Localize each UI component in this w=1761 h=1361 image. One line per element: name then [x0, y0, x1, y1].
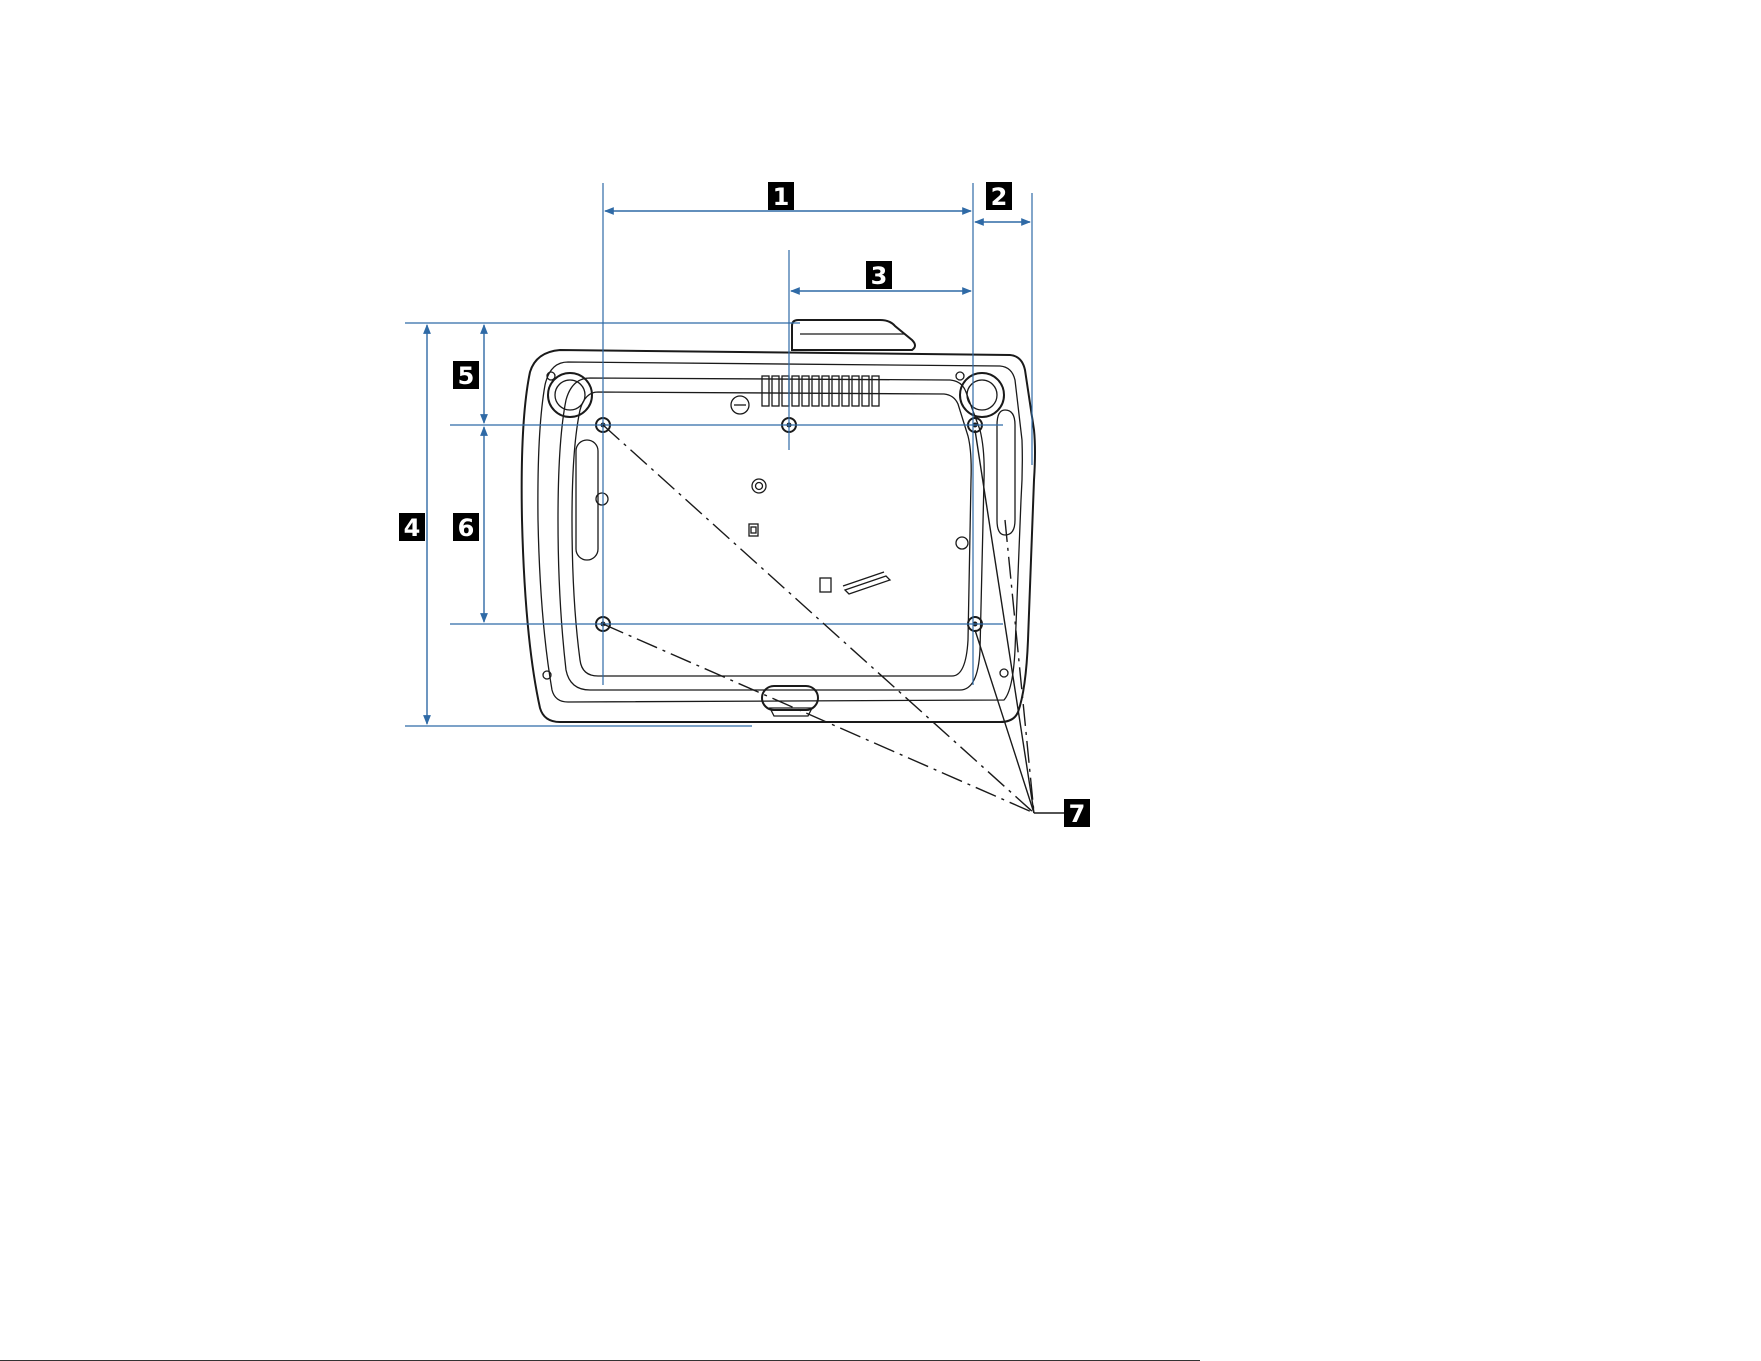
projector-body — [522, 320, 1035, 722]
svg-text:5: 5 — [458, 362, 475, 390]
svg-text:3: 3 — [871, 262, 888, 290]
callout-7: 7 — [1064, 799, 1090, 828]
svg-text:4: 4 — [404, 514, 421, 542]
left-grip — [576, 440, 598, 560]
svg-text:2: 2 — [991, 183, 1008, 211]
front-right-foot — [960, 373, 1004, 417]
lens-housing — [792, 320, 915, 350]
callout-5: 5 — [453, 361, 479, 390]
callout-1: 1 — [768, 182, 794, 211]
callout-3: 3 — [866, 261, 892, 290]
air-vent — [762, 376, 879, 406]
front-left-foot — [548, 373, 592, 417]
callout-7-leaders — [603, 425, 1064, 813]
svg-text:1: 1 — [773, 183, 790, 211]
svg-text:6: 6 — [458, 514, 475, 542]
callout-6: 6 — [453, 513, 479, 542]
security-slot — [731, 396, 749, 414]
dimension-lines — [405, 183, 1032, 726]
svg-text:7: 7 — [1069, 800, 1086, 828]
callout-4: 4 — [399, 513, 425, 542]
callout-2: 2 — [986, 182, 1012, 211]
